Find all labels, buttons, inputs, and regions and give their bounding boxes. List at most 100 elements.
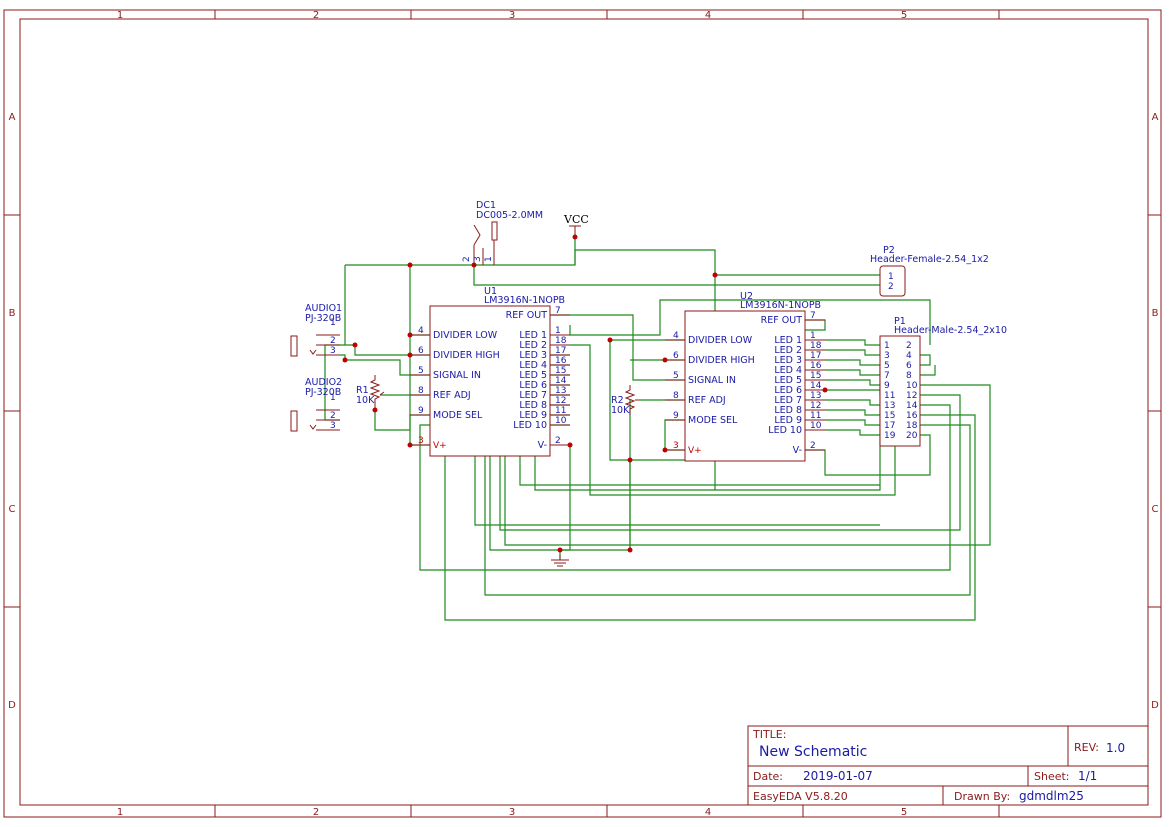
- p1-pin-number: 11: [884, 391, 895, 401]
- u2-pin-number: 16: [810, 361, 822, 371]
- u1-pin-number: 2: [555, 436, 561, 446]
- col-label-top: 2: [313, 10, 319, 21]
- col-label-bottom: 5: [901, 807, 907, 818]
- u1-pin-number: 3: [418, 436, 424, 446]
- u1-pin-number: 10: [555, 416, 567, 426]
- p1-pin-number: 12: [906, 391, 917, 401]
- u2-pin-label: DIVIDER LOW: [688, 335, 753, 346]
- u2-pin-number: 10: [810, 421, 822, 431]
- col-label-bottom: 3: [509, 807, 515, 818]
- row-label-right: B: [1152, 308, 1159, 319]
- u2-pin-label: LED 5: [774, 375, 802, 386]
- p1-pin-number: 13: [884, 401, 895, 411]
- u2-pin-number: 18: [810, 341, 822, 351]
- u1-pin-label: LED 5: [519, 370, 547, 381]
- u1-pin-label: LED 9: [519, 410, 547, 421]
- u1-pin-number: 14: [555, 376, 567, 386]
- p2-pin: 2: [888, 282, 894, 292]
- audio1-pin: 1: [330, 318, 336, 328]
- p1-pin-number: 9: [884, 381, 890, 391]
- u1-pin-label: DIVIDER HIGH: [433, 350, 500, 361]
- u2-pin-label: LED 2: [774, 345, 802, 356]
- p1-pin-number: 2: [906, 341, 912, 351]
- row-label-right: C: [1152, 504, 1159, 515]
- u1-pin-number: 17: [555, 346, 566, 356]
- u1-pin-label: MODE SEL: [433, 410, 483, 421]
- sheet-frame: [3, 9, 1162, 818]
- col-label-bottom: 4: [705, 807, 711, 818]
- p1-pin-number: 14: [906, 401, 918, 411]
- dc1-pin: 2: [462, 256, 472, 262]
- audio1-pin: 2: [330, 336, 336, 346]
- u1-pin-number: 7: [555, 306, 561, 316]
- u2-pin-label: LED 9: [774, 415, 802, 426]
- u2-pin-label: DIVIDER HIGH: [688, 355, 755, 366]
- u2-pin-label: LED 7: [774, 395, 802, 406]
- r1-potentiometer: R1 10K: [356, 375, 385, 410]
- u1-pin-number: 8: [418, 386, 424, 396]
- u2-pin-label: MODE SEL: [688, 415, 738, 426]
- u2-pin-number: 12: [810, 401, 821, 411]
- col-label-bottom: 2: [313, 807, 319, 818]
- p1-pin-number: 7: [884, 371, 890, 381]
- row-label-left: B: [9, 308, 16, 319]
- u1-pin-number: 18: [555, 336, 567, 346]
- u2-pin-number: 11: [810, 411, 821, 421]
- rev-value: 1.0: [1106, 741, 1125, 755]
- u1-pin-number: 6: [418, 346, 424, 356]
- u2-pin-number: 8: [673, 391, 679, 401]
- u1-pin-number: 4: [418, 326, 424, 336]
- u1-pin-number: 12: [555, 396, 566, 406]
- u2-pin-number: 2: [810, 441, 816, 451]
- p2-header: P2 Header-Female-2.54_1x2 1 2: [870, 245, 989, 297]
- dc1-value: DC005-2.0MM: [476, 210, 543, 221]
- column-labels: 1 2 3 4 5 1 2 3 4 5: [117, 10, 907, 818]
- u1-pin-number: 9: [418, 406, 424, 416]
- col-label-top: 1: [117, 10, 123, 21]
- audio2-value: PJ-320B: [305, 387, 341, 398]
- u1-pin-label: V+: [433, 441, 447, 451]
- p1-pin-number: 17: [884, 421, 895, 431]
- p1-pin-number: 19: [884, 431, 896, 441]
- u1-pin-label: DIVIDER LOW: [433, 330, 498, 341]
- row-label-left: D: [8, 700, 16, 711]
- r2-potentiometer: R2 10K: [611, 385, 640, 416]
- u1-pin-number: 15: [555, 366, 566, 376]
- vcc-symbol: VCC: [563, 213, 589, 237]
- p1-pin-number: 6: [906, 361, 912, 371]
- u1-pin-label: SIGNAL IN: [433, 370, 481, 381]
- u1-pin-label: LED 3: [519, 350, 547, 361]
- u2-pin-number: 3: [673, 441, 679, 451]
- p1-pin-number: 20: [906, 431, 918, 441]
- u2-pin-label: V+: [688, 446, 702, 456]
- row-label-right: D: [1151, 700, 1159, 711]
- p1-pin-number: 1: [884, 341, 890, 351]
- u2-pin-number: 17: [810, 351, 821, 361]
- audio2-pin: 1: [330, 393, 336, 403]
- row-label-right: A: [1152, 112, 1159, 123]
- drawn-key: Drawn By:: [954, 790, 1010, 803]
- u1-pin-number: 16: [555, 356, 567, 366]
- u1-pin-label: REF OUT: [506, 310, 548, 321]
- col-label-top: 3: [509, 10, 515, 21]
- row-labels: A B C D A B C D: [8, 112, 1159, 711]
- u1-pin-number: 1: [555, 326, 561, 336]
- u1-ref: U1: [484, 286, 497, 297]
- rev-key: REV:: [1074, 741, 1099, 754]
- col-label-top: 5: [901, 10, 907, 21]
- p1-ref: P1: [894, 316, 906, 327]
- title-block: TITLE: New Schematic REV: 1.0 Date: 2019…: [747, 725, 1149, 806]
- col-label-top: 4: [705, 10, 711, 21]
- r2-value: 10K: [611, 405, 630, 416]
- audio2-ref: AUDIO2: [305, 377, 342, 388]
- p2-ref: P2: [883, 245, 895, 256]
- schematic-title: New Schematic: [759, 744, 867, 760]
- date-value: 2019-01-07: [803, 769, 873, 783]
- sheet-value: 1/1: [1078, 769, 1097, 783]
- u2-pin-label: LED 4: [774, 365, 802, 376]
- u2-pin-number: 9: [673, 411, 679, 421]
- u2-pin-number: 5: [673, 371, 679, 381]
